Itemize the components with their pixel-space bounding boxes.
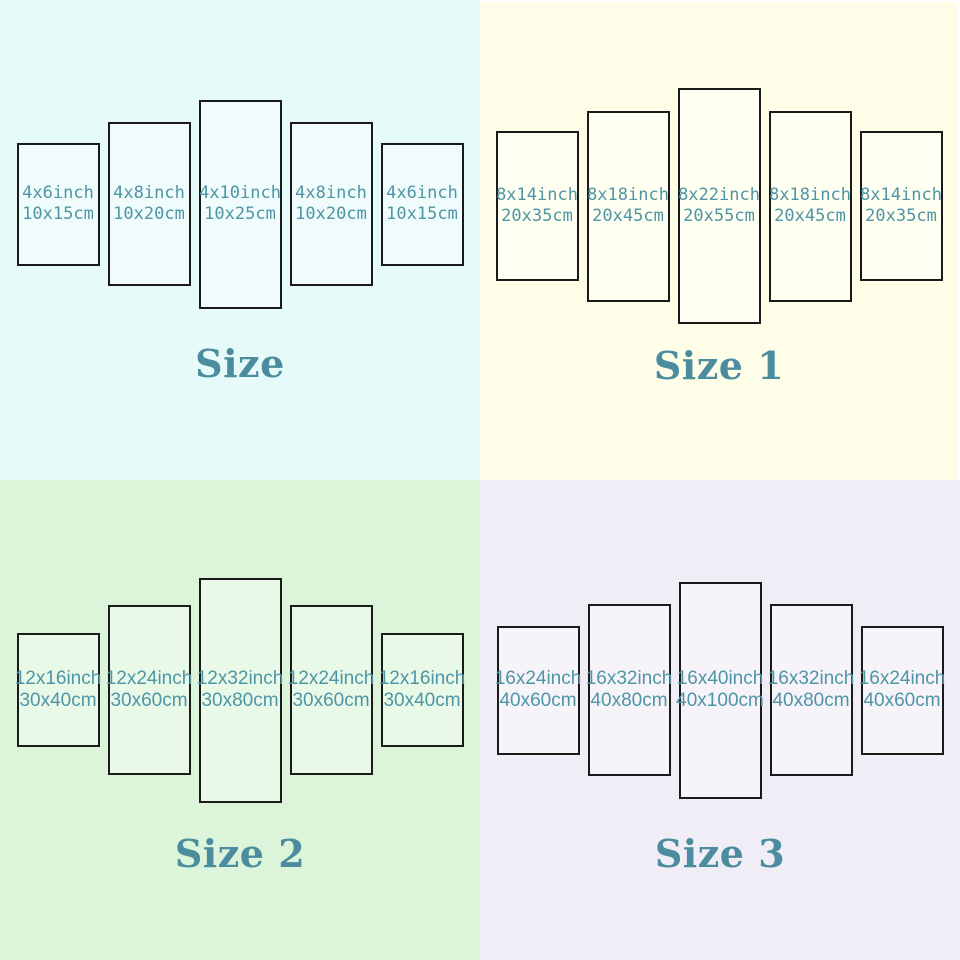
panel-dimension-cm: 10x15cm <box>386 204 458 224</box>
canvas-panel: 8x14inch 20x35cm <box>859 131 943 281</box>
panel-row: 4x6inch 10x15cm 4x8inch 10x20cm 4x10inch… <box>0 0 480 408</box>
size-quadrant-size-3: 16x24inch 40x60cm 16x32inch 40x80cm 16x4… <box>480 480 960 960</box>
canvas-panel: 12x32inch 30x80cm <box>196 577 284 803</box>
panel-dimension-cm: 20x35cm <box>501 206 573 226</box>
panel-dimension-cm: 20x45cm <box>774 206 846 226</box>
panel-dimension-inch: 4x10inch <box>199 183 281 203</box>
canvas-panel: 16x32inch 40x80cm <box>585 604 673 776</box>
panel-row: 12x16inch 30x40cm 12x24inch 30x60cm 12x3… <box>0 480 480 900</box>
panel-dimension-cm: 30x40cm <box>19 690 97 711</box>
panel-dimension-cm: 10x20cm <box>295 204 367 224</box>
panel-dimension-inch: 16x24inch <box>858 668 946 689</box>
panel-dimension-inch: 8x14inch <box>496 185 578 205</box>
canvas-panel: 16x24inch 40x60cm <box>858 625 946 755</box>
canvas-panel: 12x16inch 30x40cm <box>378 633 466 747</box>
panel-dimension-inch: 16x32inch <box>585 668 673 689</box>
panel-dimension-inch: 12x16inch <box>14 668 102 689</box>
quadrant-title: Size 2 <box>174 831 306 876</box>
canvas-panel: 4x8inch 10x20cm <box>289 122 373 286</box>
panel-dimension-inch: 4x6inch <box>22 183 94 203</box>
panel-dimension-inch: 4x6inch <box>386 183 458 203</box>
panel-dimension-cm: 40x60cm <box>499 690 577 711</box>
panel-dimension-cm: 10x15cm <box>22 204 94 224</box>
panel-dimension-inch: 4x8inch <box>295 183 367 203</box>
panel-dimension-cm: 40x80cm <box>590 690 668 711</box>
canvas-panel: 4x8inch 10x20cm <box>107 122 191 286</box>
quadrant-title: Size 3 <box>654 831 786 876</box>
panel-dimension-inch: 16x40inch <box>676 668 764 689</box>
canvas-panel: 12x24inch 30x60cm <box>105 605 193 775</box>
canvas-panel: 16x24inch 40x60cm <box>494 625 582 755</box>
size-quadrant-size-1: 8x14inch 20x35cm 8x18inch 20x45cm 8x22in… <box>480 0 960 480</box>
quadrant-title: Size <box>195 341 285 386</box>
panel-dimension-inch: 12x24inch <box>105 668 193 689</box>
panel-row: 8x14inch 20x35cm 8x18inch 20x45cm 8x22in… <box>480 2 958 410</box>
panel-row: 16x24inch 40x60cm 16x32inch 40x80cm 16x4… <box>480 480 960 900</box>
panel-dimension-inch: 12x24inch <box>287 668 375 689</box>
panel-dimension-cm: 30x40cm <box>383 690 461 711</box>
canvas-panel: 8x22inch 20x55cm <box>677 88 761 324</box>
canvas-panel: 16x32inch 40x80cm <box>767 604 855 776</box>
panel-dimension-inch: 8x14inch <box>860 185 942 205</box>
panel-dimension-inch: 16x24inch <box>494 668 582 689</box>
size-quadrant-size-2: 12x16inch 30x40cm 12x24inch 30x60cm 12x3… <box>0 480 480 960</box>
canvas-panel: 4x10inch 10x25cm <box>198 99 282 309</box>
panel-dimension-cm: 20x35cm <box>865 206 937 226</box>
panel-dimension-inch: 12x32inch <box>196 668 284 689</box>
panel-dimension-inch: 16x32inch <box>767 668 855 689</box>
panel-dimension-cm: 20x55cm <box>683 206 755 226</box>
canvas-panel: 8x14inch 20x35cm <box>495 131 579 281</box>
panel-dimension-cm: 10x20cm <box>113 204 185 224</box>
canvas-panel: 12x16inch 30x40cm <box>14 633 102 747</box>
canvas-panel: 16x40inch 40x100cm <box>676 581 764 799</box>
panel-dimension-cm: 30x60cm <box>110 690 188 711</box>
panel-dimension-cm: 30x80cm <box>201 690 279 711</box>
canvas-panel: 4x6inch 10x15cm <box>16 142 100 266</box>
panel-dimension-cm: 30x60cm <box>292 690 370 711</box>
panel-dimension-cm: 10x25cm <box>204 204 276 224</box>
canvas-panel: 12x24inch 30x60cm <box>287 605 375 775</box>
canvas-panel: 4x6inch 10x15cm <box>380 142 464 266</box>
canvas-panel: 8x18inch 20x45cm <box>768 110 852 302</box>
canvas-panel: 8x18inch 20x45cm <box>586 110 670 302</box>
panel-dimension-inch: 4x8inch <box>113 183 185 203</box>
panel-dimension-inch: 8x18inch <box>769 185 851 205</box>
panel-dimension-cm: 40x100cm <box>676 690 764 711</box>
panel-dimension-cm: 40x60cm <box>863 690 941 711</box>
panel-dimension-cm: 20x45cm <box>592 206 664 226</box>
panel-dimension-cm: 40x80cm <box>772 690 850 711</box>
quadrant-title: Size 1 <box>653 343 785 388</box>
panel-dimension-inch: 8x22inch <box>678 185 760 205</box>
panel-dimension-inch: 12x16inch <box>378 668 466 689</box>
size-quadrant-size: 4x6inch 10x15cm 4x8inch 10x20cm 4x10inch… <box>0 0 480 480</box>
panel-dimension-inch: 8x18inch <box>587 185 669 205</box>
